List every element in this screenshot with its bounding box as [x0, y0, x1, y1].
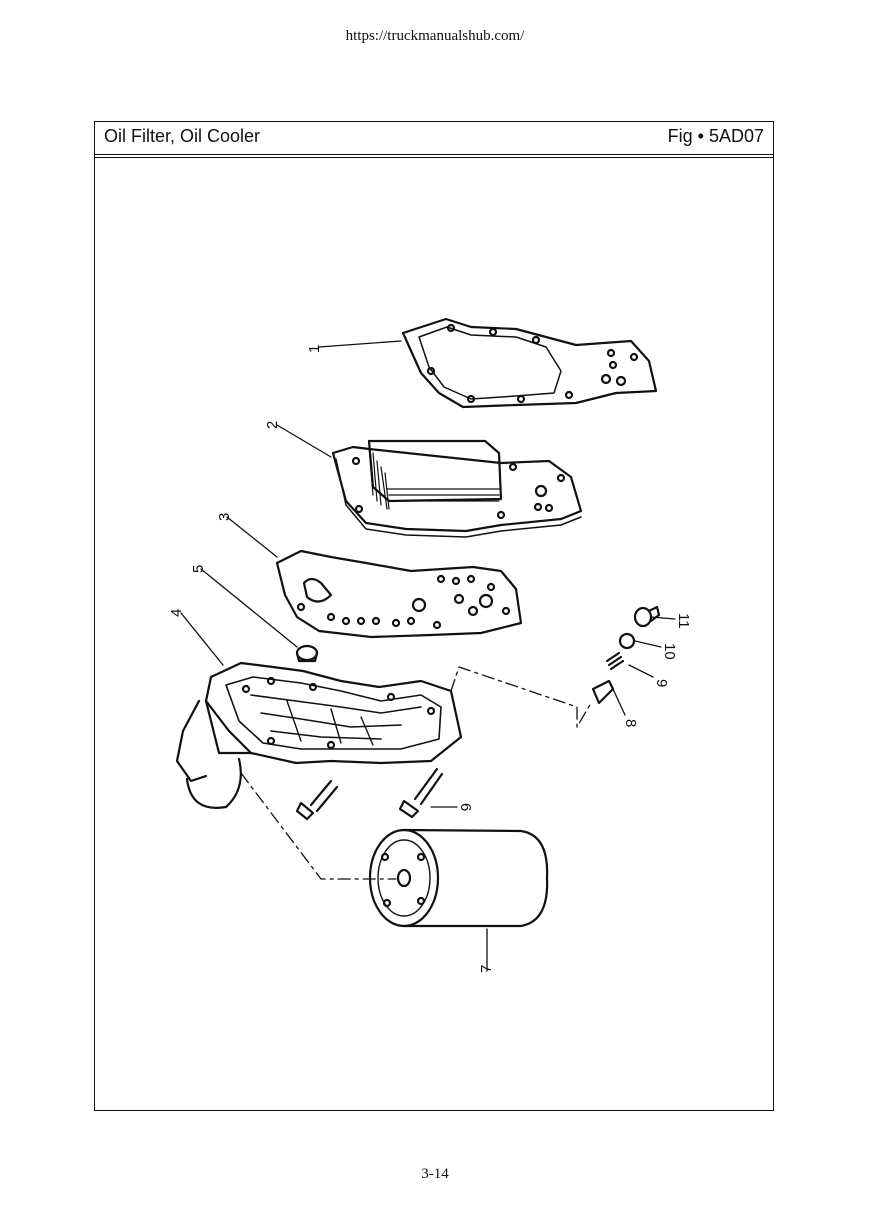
- callout-6: 6: [457, 803, 474, 811]
- callout-5: 5: [190, 565, 207, 573]
- callout-9: 9: [653, 679, 670, 687]
- figure-id: Fig • 5AD07: [667, 126, 764, 146]
- leader-lines: [180, 340, 676, 972]
- page-number: 3-14: [421, 1166, 449, 1182]
- part-10-washer: [618, 632, 636, 650]
- callout-11: 11: [675, 613, 692, 629]
- exploded-parts-diagram: 1 2 3 5 4 6 7 8 9 10 11: [168, 317, 692, 973]
- callout-8: 8: [622, 719, 639, 727]
- part-8-pin: [591, 679, 615, 705]
- callout-4: 4: [168, 609, 185, 617]
- header-divider: [95, 157, 773, 158]
- callout-1: 1: [306, 345, 323, 353]
- part-4-housing: [175, 661, 463, 809]
- figure-header: Oil Filter, Oil Cooler Fig • 5AD07: [95, 122, 773, 155]
- callout-7: 7: [478, 965, 495, 973]
- part-6-bolts: [295, 767, 444, 821]
- part-11-valve: [633, 605, 661, 628]
- part-1-gasket: [401, 317, 658, 409]
- part-3-gasket: [275, 549, 523, 639]
- callout-3: 3: [216, 513, 233, 521]
- part-9-spring: [605, 651, 625, 671]
- callout-2: 2: [264, 421, 281, 429]
- part-7-filter: [368, 828, 549, 928]
- source-url: https://truckmanualshub.com/: [345, 28, 525, 44]
- callout-labels: 1 2 3 5 4 6 7 8 9 10 11: [168, 345, 692, 973]
- part-5-plug: [295, 644, 319, 663]
- figure-frame: Oil Filter, Oil Cooler Fig • 5AD07: [94, 121, 774, 1111]
- part-2-cooler-core: [331, 439, 583, 538]
- figure-title: Oil Filter, Oil Cooler: [104, 126, 261, 146]
- callout-10: 10: [661, 643, 678, 660]
